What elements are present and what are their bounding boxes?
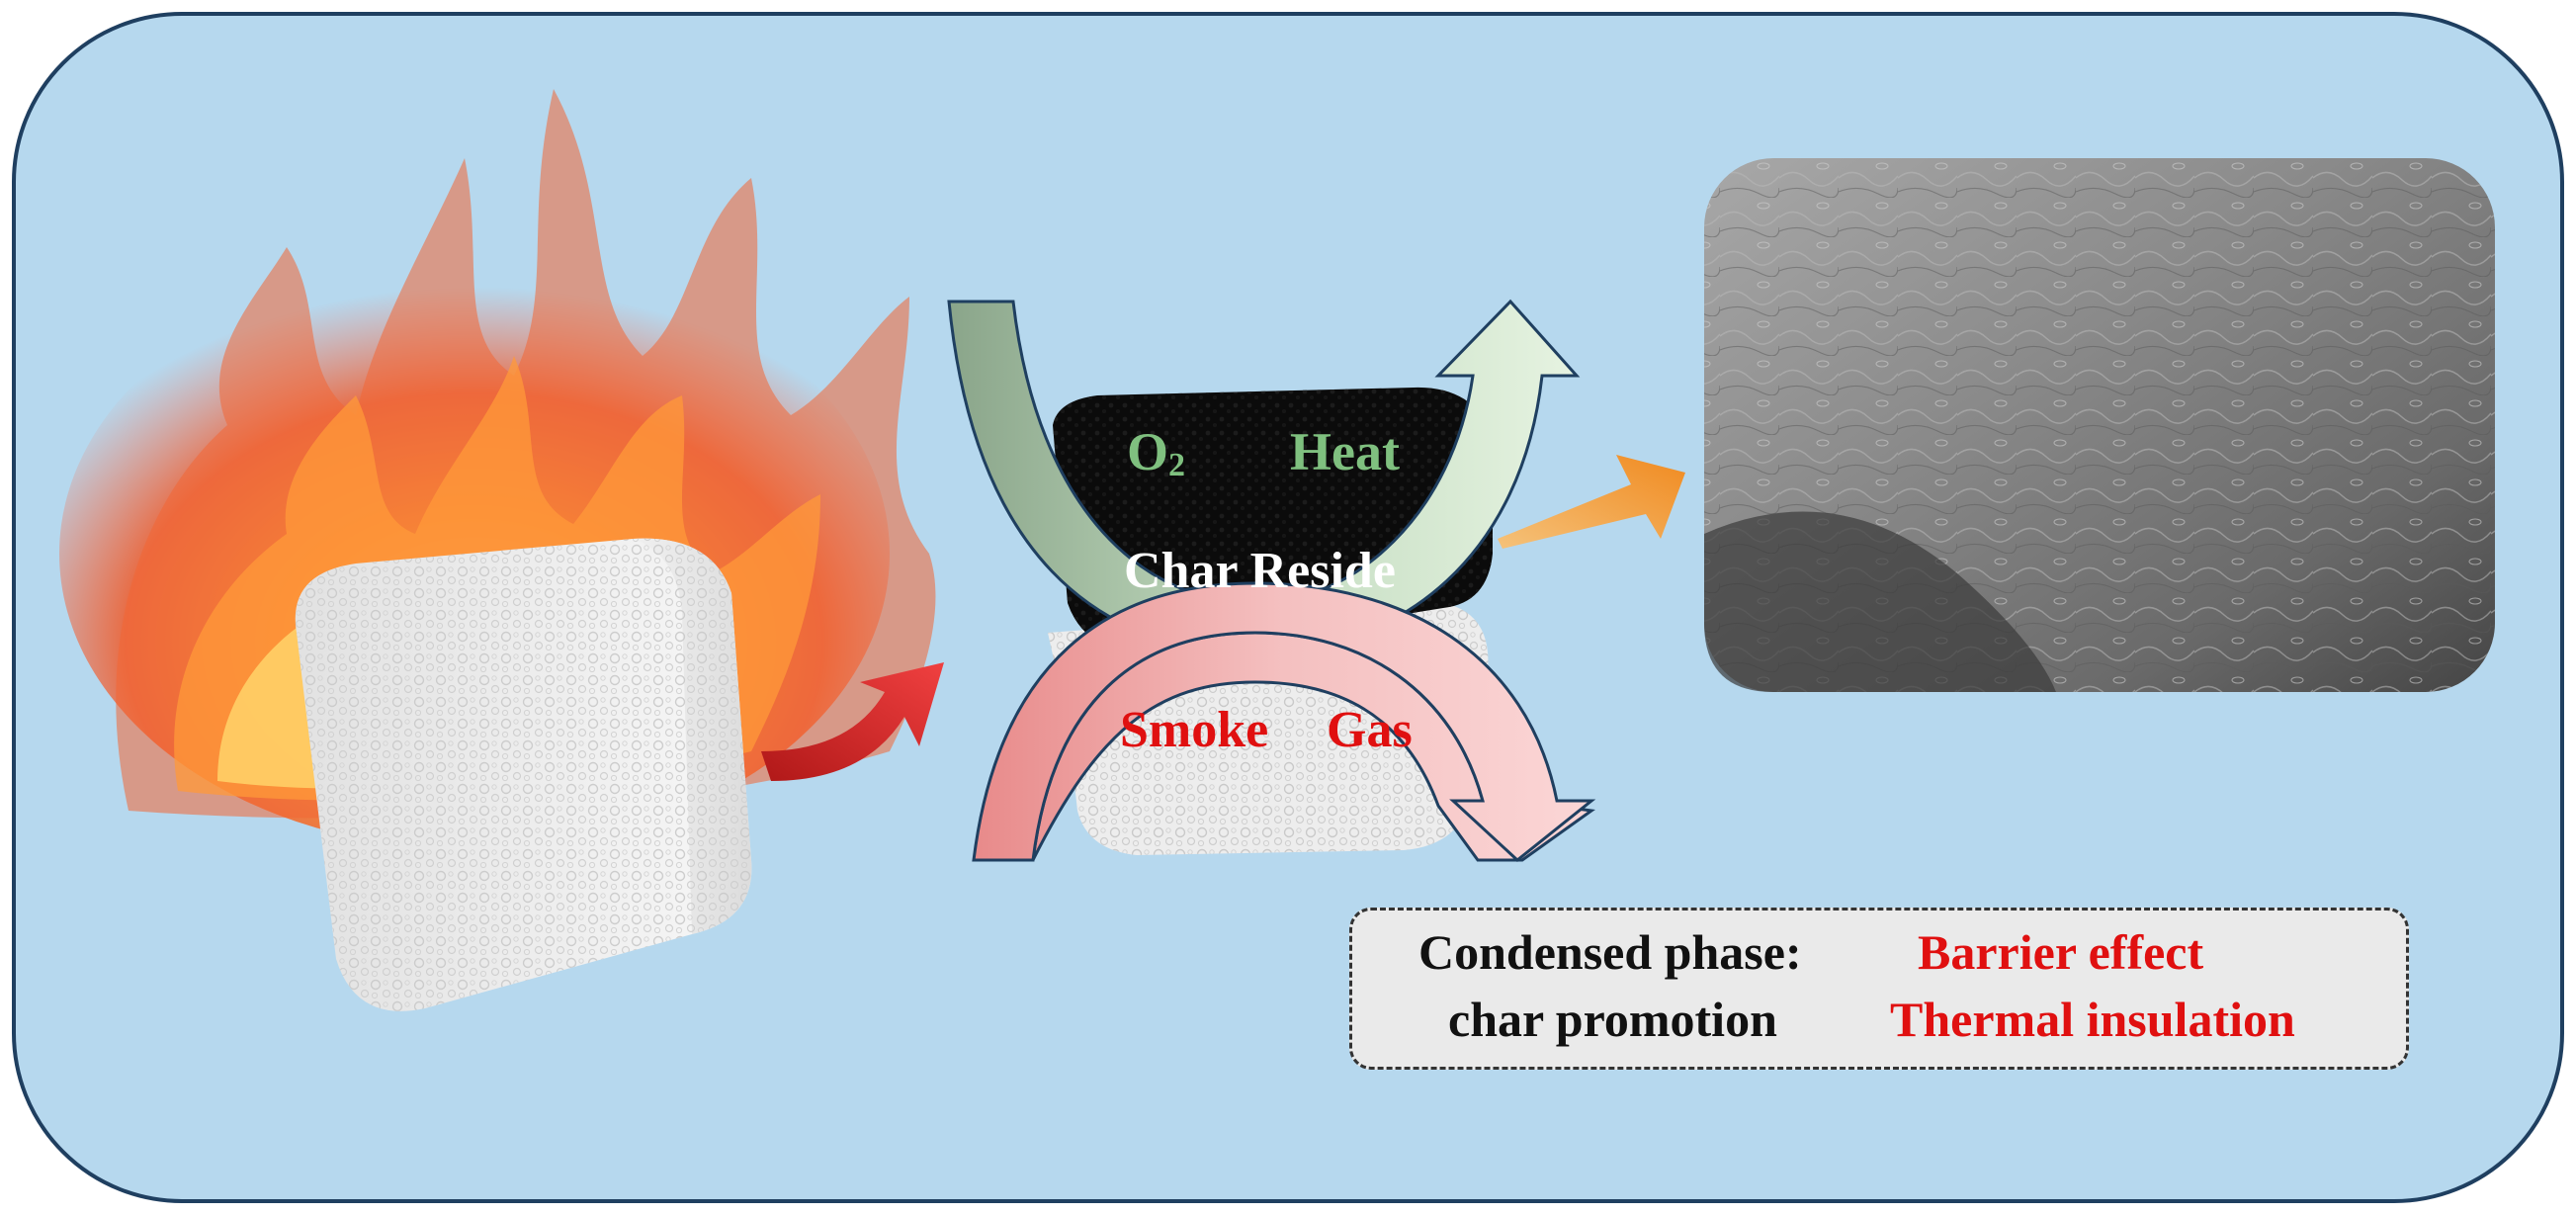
orange-arrow-icon	[1498, 455, 1685, 549]
condensed-phase-label: Condensed phase:	[1418, 924, 1802, 980]
red-arrow-icon	[761, 662, 944, 781]
smoke-label: Smoke	[1120, 702, 1269, 758]
green-u-arrow	[947, 299, 1581, 654]
foam-cube-icon	[295, 538, 752, 1011]
heat-label: Heat	[1290, 422, 1400, 481]
barrier-effect-label: Barrier effect	[1918, 924, 2204, 980]
char-promotion-label: char promotion	[1448, 992, 1777, 1047]
thermal-insulation-label: Thermal insulation	[1890, 992, 2295, 1047]
char-residue-label: Char Reside	[1124, 543, 1396, 599]
mechanism-box	[1349, 908, 2409, 1070]
pink-u-arrow	[972, 581, 1596, 862]
gas-label: Gas	[1327, 702, 1413, 758]
sem-micrograph-icon	[1704, 158, 2495, 692]
o2-label: O2	[1127, 422, 1186, 483]
